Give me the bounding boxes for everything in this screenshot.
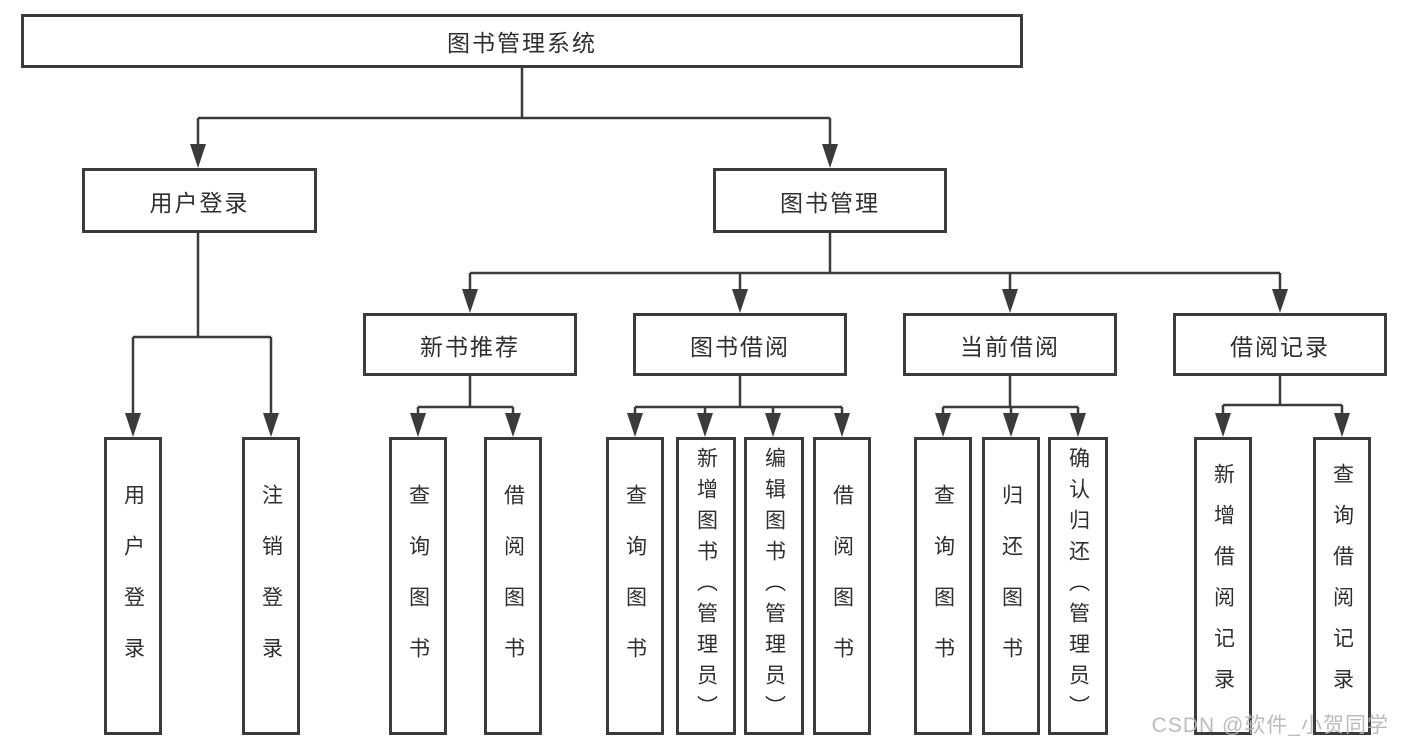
node-book-borrow: 图书借阅 (633, 313, 847, 376)
leaf-borrow-edit-books-admin-label: 编辑图书（管理员） (762, 446, 786, 726)
leaf-borrow-edit-books-admin: 编辑图书（管理员） (744, 437, 804, 735)
leaf-logout-label: 注销登录 (259, 484, 283, 688)
leaf-recommend-query-books-label: 查询图书 (406, 484, 430, 688)
connector-management-split (468, 233, 1282, 298)
node-new-book-recommend: 新书推荐 (363, 313, 577, 376)
leaf-borrow-add-books-admin-label: 新增图书（管理员） (694, 446, 718, 726)
leaf-records-query-record-label: 查询借阅记录 (1330, 463, 1354, 709)
leaf-recommend-borrow-books-label: 借阅图书 (501, 484, 525, 688)
leaf-borrow-query-books: 查询图书 (606, 437, 664, 735)
node-borrow-records: 借阅记录 (1173, 313, 1387, 376)
connector-recommend-split (416, 376, 515, 424)
leaf-current-confirm-return-admin: 确认归还（管理员） (1048, 437, 1108, 735)
arrowheads (125, 144, 1350, 437)
node-user-login: 用户登录 (82, 168, 317, 233)
node-current-borrow-label: 当前借阅 (960, 333, 1060, 360)
leaf-records-add-record: 新增借阅记录 (1194, 437, 1252, 735)
csdn-watermark: CSDN @软件_小贺同学 (1151, 714, 1389, 737)
leaf-current-confirm-return-admin-label: 确认归还（管理员） (1066, 446, 1090, 726)
node-user-login-label: 用户登录 (149, 189, 250, 216)
leaf-recommend-query-books: 查询图书 (389, 437, 447, 735)
node-new-book-recommend-label: 新书推荐 (420, 333, 520, 360)
leaf-current-query-books-label: 查询图书 (931, 484, 955, 688)
connector-records-split (1221, 376, 1344, 424)
leaf-current-return-books-label: 归还图书 (999, 484, 1023, 688)
leaf-records-query-record: 查询借阅记录 (1313, 437, 1371, 735)
leaf-borrow-add-books-admin: 新增图书（管理员） (676, 437, 736, 735)
node-root: 图书管理系统 (21, 14, 1023, 68)
leaf-borrow-query-books-label: 查询图书 (623, 484, 647, 688)
leaf-current-return-books: 归还图书 (982, 437, 1040, 735)
leaf-user-login: 用户登录 (104, 437, 162, 735)
leaf-current-query-books: 查询图书 (914, 437, 972, 735)
leaf-borrow-borrow-books-label: 借阅图书 (830, 484, 854, 688)
node-root-label: 图书管理系统 (447, 30, 597, 56)
connector-borrow-split (633, 376, 844, 424)
node-current-borrow: 当前借阅 (903, 313, 1117, 376)
connector-root-split (196, 68, 832, 152)
leaf-records-add-record-label: 新增借阅记录 (1211, 463, 1235, 709)
leaf-logout: 注销登录 (242, 437, 300, 735)
node-book-management-label: 图书管理 (780, 189, 880, 216)
connector-user-split (131, 233, 273, 422)
leaf-borrow-borrow-books: 借阅图书 (813, 437, 871, 735)
node-book-management: 图书管理 (713, 168, 947, 233)
node-borrow-records-label: 借阅记录 (1230, 333, 1330, 360)
leaf-recommend-borrow-books: 借阅图书 (484, 437, 542, 735)
leaf-user-login-label: 用户登录 (121, 484, 145, 688)
node-book-borrow-label: 图书借阅 (690, 333, 790, 360)
